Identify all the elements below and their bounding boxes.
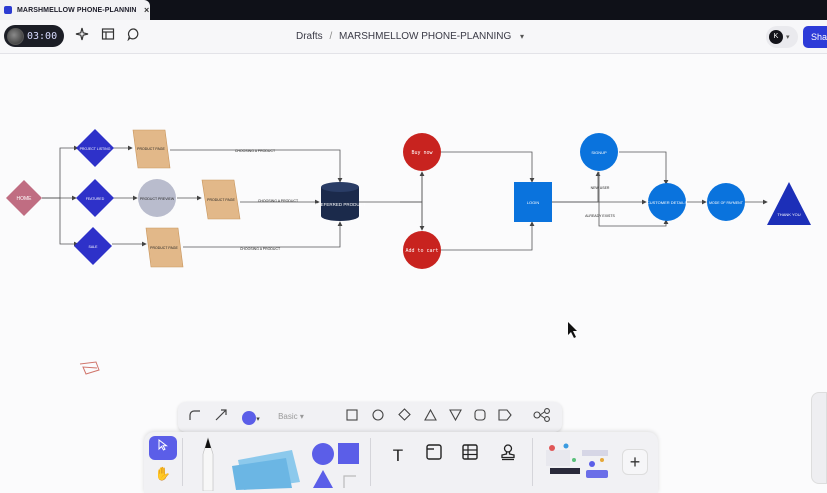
pen-icon[interactable]: [196, 436, 220, 492]
thank-you-label: THANK YOU: [777, 212, 800, 217]
timer-value: 03:00: [27, 30, 58, 42]
color-swatch[interactable]: ▾: [238, 408, 264, 426]
chevron-down-icon[interactable]: ▾: [786, 34, 790, 41]
file-name[interactable]: MARSHMELLOW PHONE-PLANNING: [339, 31, 512, 42]
diamond-featured[interactable]: [76, 179, 114, 217]
diamond-label: FEATURED: [86, 197, 105, 201]
edge-label: CHOOSING A PRODUCT: [258, 199, 299, 203]
diamond-sale[interactable]: [74, 227, 112, 265]
user-avatar[interactable]: K: [769, 30, 783, 44]
figma-favicon-icon: [4, 6, 12, 14]
layout-icon[interactable]: [99, 27, 117, 45]
product-preview-label: PRODUCT PREVIEW: [140, 197, 175, 201]
payment-node[interactable]: [707, 183, 745, 221]
edge-label: NEW USER: [591, 186, 610, 190]
toolbar-divider: [182, 438, 183, 486]
creation-toolbar: ✋ T +: [144, 432, 658, 493]
mouse-cursor-icon: [568, 322, 577, 338]
style-dropdown[interactable]: Basic ▾: [278, 412, 304, 421]
share-button[interactable]: Sha: [803, 26, 827, 48]
db-label: PREFERRED PRODUCT: [314, 202, 366, 207]
table-icon[interactable]: [456, 442, 484, 470]
connectors: [42, 145, 768, 251]
arrow-icon[interactable]: [212, 408, 230, 426]
sparkle-icon[interactable]: [73, 27, 91, 45]
preferred-product-db[interactable]: [321, 182, 359, 221]
product-page-2[interactable]: [201, 179, 241, 220]
edge-label: CHOOSING A PRODUCT: [235, 149, 276, 153]
style-label: Basic: [278, 412, 298, 421]
edge-label: ALREADY EXISTS: [585, 214, 615, 218]
customer-details-node[interactable]: [648, 183, 686, 221]
toolbar-divider: [370, 438, 371, 486]
top-toolbar: 03:00 Drafts / MARSHMELLOW PHONE-PLANNIN…: [0, 20, 827, 54]
figjam-app: 03:00 Drafts / MARSHMELLOW PHONE-PLANNIN…: [0, 20, 827, 493]
product-page-label: PRODUCT PAGE: [207, 198, 235, 202]
triangle-icon[interactable]: [421, 408, 439, 426]
diamond-project-listing[interactable]: [76, 129, 114, 167]
product-page-1[interactable]: [132, 129, 171, 169]
signup-node[interactable]: [580, 133, 618, 171]
thank-you-node[interactable]: [767, 182, 811, 225]
tab-close-icon[interactable]: ×: [144, 5, 150, 15]
user-menu[interactable]: K ▾: [766, 26, 798, 48]
inverted-triangle-icon[interactable]: [446, 408, 464, 426]
sticky-notes-icon[interactable]: [230, 442, 302, 490]
section-icon[interactable]: [420, 442, 448, 470]
select-icon[interactable]: [149, 436, 177, 460]
product-page-3[interactable]: [145, 227, 184, 268]
stray-doodle[interactable]: [79, 361, 100, 375]
edge-label: CHOOSING A PRODUCT: [240, 247, 281, 251]
browser-tab[interactable]: MARSHMELLOW PHONE-PLANNIN ×: [0, 0, 150, 20]
home-label: HOME: [17, 196, 33, 202]
diamond-label: PROJECT LISTING: [80, 147, 111, 151]
circle-icon[interactable]: [369, 408, 387, 426]
timer-widget[interactable]: 03:00: [4, 25, 64, 47]
login-label: LOGIN: [527, 200, 540, 205]
add-icon[interactable]: +: [622, 449, 648, 475]
avatar[interactable]: [7, 27, 24, 45]
browser-tab-strip: MARSHMELLOW PHONE-PLANNIN ×: [0, 0, 827, 20]
stamp-icon[interactable]: [494, 442, 522, 470]
customer-details-label: CUSTOMER DETAILS: [647, 200, 688, 205]
rounded-square-icon[interactable]: [471, 408, 489, 426]
add-to-cart-node[interactable]: [403, 231, 441, 269]
more-shapes-icon[interactable]: [530, 408, 554, 426]
board-canvas[interactable]: HOME PROJECT LISTING FEATURED SALE PRODU…: [0, 54, 827, 493]
hand-icon[interactable]: ✋: [154, 466, 172, 481]
comment-icon[interactable]: [125, 27, 143, 45]
toolbar-divider: [532, 438, 533, 486]
text-tool-label: T: [392, 446, 404, 465]
widgets-icon[interactable]: [542, 440, 614, 486]
right-side-panel[interactable]: [811, 392, 827, 484]
buy-now-label: Buy now: [411, 150, 433, 156]
square-icon[interactable]: [343, 408, 361, 426]
product-preview-node[interactable]: [138, 179, 176, 217]
tag-shape-icon[interactable]: [496, 408, 514, 426]
browser-tab-title: MARSHMELLOW PHONE-PLANNIN: [17, 6, 137, 14]
chevron-down-icon[interactable]: ▾: [520, 32, 525, 41]
shapes-icon[interactable]: [310, 440, 362, 490]
payment-label: MODE OF PAYMENT: [709, 201, 744, 205]
product-page-label: PRODUCT PAGE: [137, 147, 165, 151]
breadcrumb-separator: /: [329, 31, 333, 42]
add-to-cart-label: Add to cart: [405, 248, 438, 254]
home-node[interactable]: [6, 180, 42, 216]
buy-now-node[interactable]: [403, 133, 441, 171]
breadcrumb: Drafts / MARSHMELLOW PHONE-PLANNING ▾: [296, 31, 524, 42]
diamond-icon[interactable]: [395, 408, 413, 426]
flowchart: HOME PROJECT LISTING FEATURED SALE PRODU…: [6, 129, 811, 375]
text-icon[interactable]: T: [384, 442, 412, 470]
login-node[interactable]: [514, 182, 552, 222]
diamond-label: SALE: [89, 245, 99, 249]
product-page-label: PRODUCT PAGE: [150, 246, 178, 250]
signup-label: SIGNUP: [591, 150, 607, 155]
connector-icon[interactable]: [186, 408, 204, 426]
shape-options-toolbar: ▾ Basic ▾: [178, 402, 562, 432]
breadcrumb-drafts[interactable]: Drafts: [296, 31, 323, 42]
